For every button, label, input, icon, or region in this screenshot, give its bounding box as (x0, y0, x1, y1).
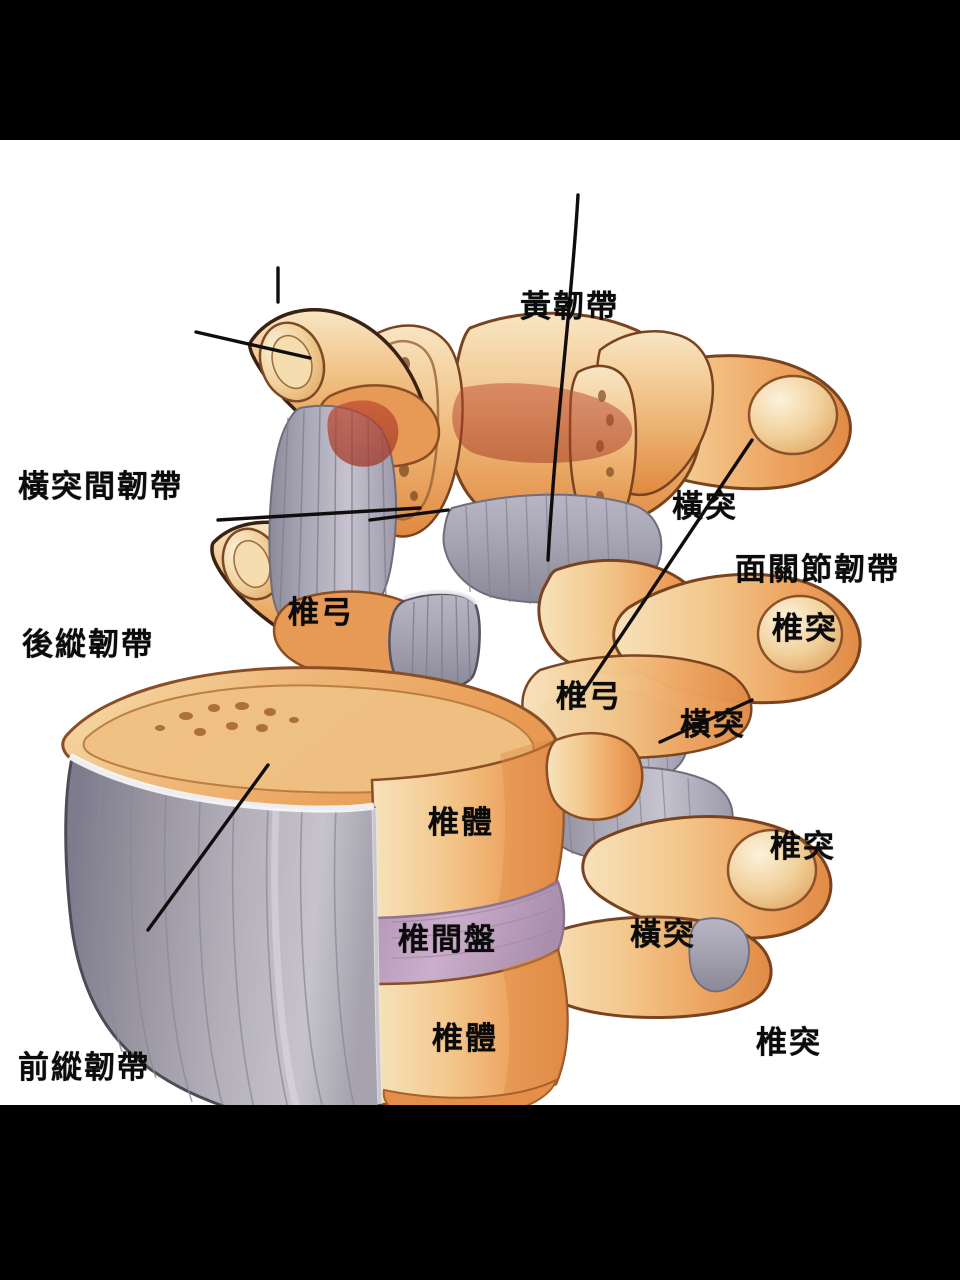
spinous-process-upper-tip-inner (271, 334, 313, 390)
leader-facet-joint-ligament (576, 438, 754, 702)
posterior-longitudinal-ligament-highlight (403, 589, 478, 606)
label-facet-joint-ligament: 面關節韌帶 (735, 552, 900, 588)
letterbox-top-bar (0, 0, 960, 140)
anterior-longitudinal-ligament-right-edge (371, 807, 383, 1105)
endplate-cancellous-pitting (155, 702, 299, 736)
posterior-longitudinal-ligament-group (388, 589, 481, 693)
label-transverse-process-1: 橫突 (672, 489, 738, 525)
vertebral-body-lower-bottom-rim (382, 1078, 558, 1105)
label-vertebral-arch-right: 椎弓 (556, 679, 622, 715)
label-vertebral-body-lower: 椎體 (432, 1021, 498, 1057)
interspinous-vascular-notch (327, 400, 399, 467)
anterior-longitudinal-ligament-fibers (97, 773, 355, 1105)
spine-anatomy-illustration (61, 193, 862, 1105)
posterior-longitudinal-ligament-fibers (411, 593, 471, 693)
letterbox-bottom-bar (0, 1105, 960, 1280)
label-vertebral-process-2: 椎突 (770, 829, 836, 865)
label-anterior-longitudinal-ligament: 前縱韌帶 (18, 1050, 150, 1086)
leader-vertebral-process-2 (658, 698, 754, 744)
disc-lamellae (391, 889, 555, 959)
leader-intertransverse-ligament (194, 330, 312, 360)
label-transverse-process-3: 橫突 (630, 917, 696, 953)
leader-posterior-longitudinal-ligament (216, 506, 422, 522)
label-vertebral-body-upper: 椎體 (428, 805, 494, 841)
label-intertransverse-ligament: 橫突間韌帶 (18, 469, 183, 505)
leader-anterior-longitudinal-ligament (146, 763, 270, 932)
pedicle-stub-right (545, 731, 644, 821)
label-vertebral-process-3: 椎突 (756, 1025, 822, 1061)
anterior-longitudinal-ligament-highlight (271, 807, 300, 1105)
leader-vertebral-arch-left (368, 508, 450, 522)
vertebral-body-lower-shade (502, 950, 568, 1100)
spinous-process-group (210, 308, 442, 680)
transverse-process-middle-knob (756, 594, 844, 674)
leader-lines (146, 193, 754, 932)
label-transverse-process-2: 橫突 (680, 707, 746, 743)
label-vertebral-process-1: 椎突 (772, 611, 838, 647)
transverse-process-lower-knob (726, 828, 818, 912)
spinous-process-middle-tip-inner (233, 539, 271, 589)
label-intervertebral-disc: 椎間盤 (398, 922, 497, 958)
leader-ligamentum-flavum (546, 193, 580, 562)
transverse-process-upper-knob (747, 374, 839, 456)
illustration-canvas: 橫突間韌帶 後縱韌帶 前縱韌帶 黃韌帶 橫突 面關節韌帶 椎突 椎弓 椎弓 橫突… (0, 140, 960, 1105)
facet-capsule-lowest (688, 917, 750, 993)
label-vertebral-arch-left: 椎弓 (288, 595, 354, 631)
vascular-shading-upper (452, 383, 633, 464)
label-posterior-longitudinal-ligament: 後縱韌帶 (22, 627, 154, 663)
label-ligamentum-flavum: 黃韌帶 (520, 289, 619, 325)
